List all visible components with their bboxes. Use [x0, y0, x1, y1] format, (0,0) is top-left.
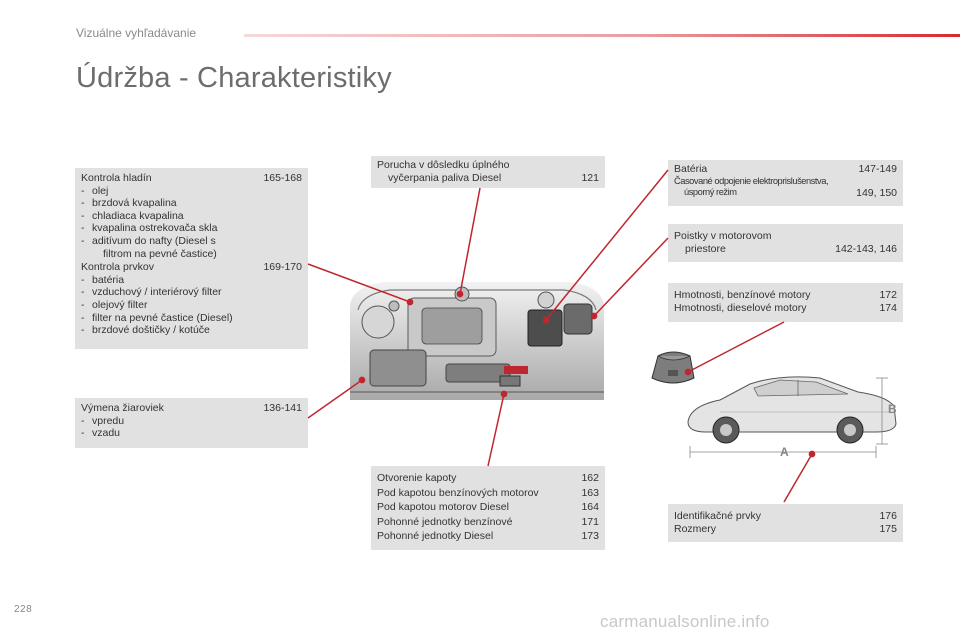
bulbs-item: -vzadu — [81, 427, 121, 440]
levels-item: -kvapalina ostrekovača skla — [81, 222, 218, 235]
levels-item-cont: filtrom na pevné častice) — [103, 247, 217, 260]
components-item: -filter na pevné častice (Diesel) — [81, 311, 233, 324]
watermark: carmanualsonline.info — [600, 612, 770, 631]
leader-weights — [687, 321, 785, 373]
fuel-box: Porucha v dôsledku úplného vyčerpania pa… — [371, 156, 605, 188]
leader-fuel — [459, 187, 481, 295]
engine-bay-illustration — [350, 282, 604, 400]
fuel-cap-illustration — [651, 351, 695, 384]
components-item: -olejový filter — [81, 298, 148, 311]
fuses-line1: Poistky v motorovom — [674, 230, 772, 242]
dimension-a-label: A — [780, 445, 789, 459]
components-item: -vzduchový / interiérový filter — [81, 286, 222, 299]
components-item: -batéria — [81, 273, 125, 286]
levels-item: -brzdová kvapalina — [81, 197, 177, 210]
levels-item: -olej — [81, 184, 109, 197]
leader-bonnet — [487, 393, 505, 467]
car-side-illustration — [687, 376, 897, 458]
dimension-b-label: B — [888, 402, 897, 416]
header-accent-bar — [244, 34, 960, 37]
components-item: -brzdové doštičky / kotúče — [81, 324, 210, 337]
fuel-line1: Porucha v dôsledku úplného — [377, 159, 510, 171]
leader-fuses — [593, 237, 669, 317]
battery-detail-line1: Časované odpojenie elektroprislušenstva, — [674, 175, 829, 186]
bulbs-item: -vpredu — [81, 414, 125, 427]
section-title: Vizuálne vyhľadávanie — [76, 26, 197, 40]
page-number: 228 — [14, 604, 33, 615]
levels-item: -chladiaca kvapalina — [81, 209, 184, 222]
levels-item: -aditívum do nafty (Diesel s — [81, 234, 216, 247]
page-title: Údržba - Charakteristiky — [76, 62, 392, 94]
